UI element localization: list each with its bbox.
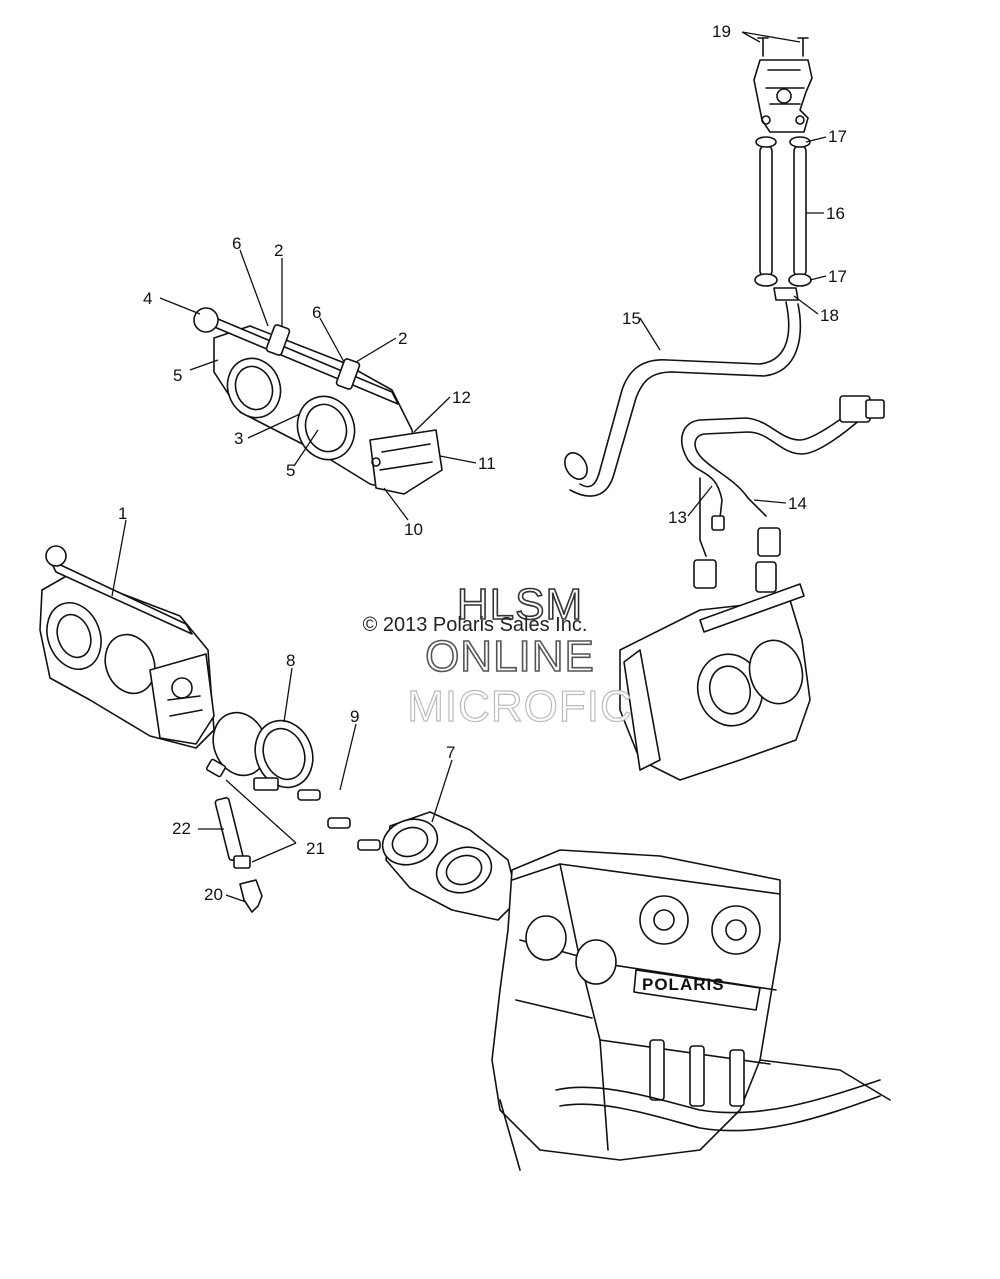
watermark-microfiche: MICROFIC [407,682,633,732]
throttle-body-exploded [193,307,443,495]
leader-lines [111,31,827,903]
callout-7: 7 [446,743,455,762]
clamps-and-fasteners [206,711,381,913]
callout-5-top: 5 [173,366,182,385]
callout-1: 1 [118,504,127,523]
callout-21: 21 [306,839,325,858]
callout-20: 20 [204,885,223,904]
callout-14: 14 [788,494,807,513]
watermark-hlsm: HLSM [456,579,584,630]
callout-17-bottom: 17 [828,267,847,286]
callout-11: 11 [478,454,496,473]
watermark-online: ONLINE [424,631,595,682]
callout-9: 9 [350,707,359,726]
callout-10: 10 [404,520,423,539]
engine-cylinder-head: POLARIS [491,849,891,1171]
callout-8: 8 [286,651,295,670]
callout-15: 15 [622,309,641,328]
throttle-body-installed [619,561,811,781]
callout-5-bottom: 5 [286,461,295,480]
callout-22: 22 [172,819,191,838]
callout-6-left: 6 [232,234,241,253]
throttle-body-assembly-1 [39,545,215,749]
callout-19: 19 [712,22,731,41]
copyright-notice: © 2013 Polaris Sales Inc. [362,614,588,636]
callout-numbers: 19 17 16 17 18 15 6 2 4 6 2 5 12 3 11 5 … [118,22,847,904]
callout-12: 12 [452,388,471,407]
callout-4: 4 [143,289,152,308]
callout-2-left: 2 [274,241,283,260]
engine-brand-label: POLARIS [642,975,725,994]
callout-18: 18 [820,306,839,325]
wire-harness [680,395,885,589]
fuel-line-15 [564,301,802,497]
callout-16: 16 [826,204,845,223]
callout-3: 3 [234,429,243,448]
callout-6-right: 6 [312,303,321,322]
fuel-pump-assembly [753,37,813,301]
intake-adapter-7 [381,811,519,921]
callout-2-right: 2 [398,329,407,348]
callout-13: 13 [668,508,687,527]
callout-17-top: 17 [828,127,847,146]
